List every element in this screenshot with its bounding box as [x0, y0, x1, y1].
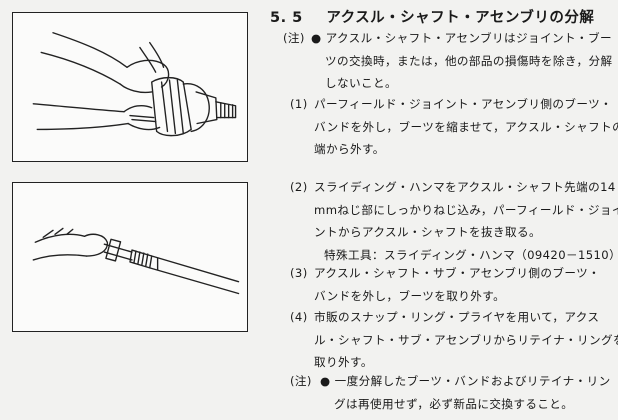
step-1-line-3: 端から外す。: [314, 142, 385, 156]
step-4-line-2: ル・シャフト・サブ・アセンブリからリテイナ・リングを: [314, 332, 618, 347]
note-2-label: (注): [290, 374, 312, 388]
note-2-line-2: グは再使用せず，必ず新品に交換すること。: [334, 396, 574, 411]
section-title-text: アクスル・シャフト・アセンブリの分解: [326, 10, 595, 26]
step-2-label: (2): [290, 180, 308, 194]
note-1-line-1: ● アクスル・シャフト・アセンブリはジョイント・ブー: [311, 31, 612, 45]
step-1-line-1: パーフィールド・ジョイント・アセンブリ側のブーツ・: [314, 97, 613, 111]
note-1-line-2: ツの交換時，または，他の部品の損傷時を除き，分解: [325, 53, 613, 68]
boot-removal-illustration: [32, 32, 237, 137]
special-tool-line: 特殊工具：スライディング・ハンマ（09420－1510）: [324, 247, 618, 262]
step-1-label: (1): [290, 97, 308, 111]
section-number: 5. 5: [270, 10, 303, 26]
step-2-line-3: ントからアクスル・シャフトを抜き取る。: [314, 225, 541, 239]
step-2-line-1: スライディング・ハンマをアクスル・シャフト先端の14: [314, 180, 616, 194]
section-title: 5. 5 アクスル・シャフト・アセンブリの分解: [270, 6, 594, 27]
step-4-label: (4): [290, 310, 308, 324]
step-4-line-1: 市販のスナップ・リング・プライヤを用いて，アクス: [314, 310, 600, 324]
figure-boot-removal: [12, 12, 248, 162]
step-3-line-2: バンドを外し，ブーツを取り外す。: [314, 288, 506, 303]
sliding-hammer-illustration: [32, 227, 240, 295]
note-1-line-3: しないこと。: [325, 76, 397, 90]
note-1-label: (注): [283, 31, 305, 45]
step-3-line-1: アクスル・シャフト・サブ・アセンブリ側のブーツ・: [314, 266, 601, 280]
figure-sliding-hammer: [12, 182, 248, 332]
step-1-line-2: バンドを外し，ブーツを縮ませて，アクスル・シャフトの: [314, 119, 618, 134]
step-4-line-3: 取り外す。: [314, 355, 373, 369]
note-2-line-1: ● 一度分解したブーツ・バンドおよびリテイナ・リン: [320, 374, 611, 388]
step-3-label: (3): [290, 266, 308, 280]
step-2-line-2: mmねじ部にしっかりねじ込み，パーフィールド・ジョイ: [314, 202, 618, 217]
